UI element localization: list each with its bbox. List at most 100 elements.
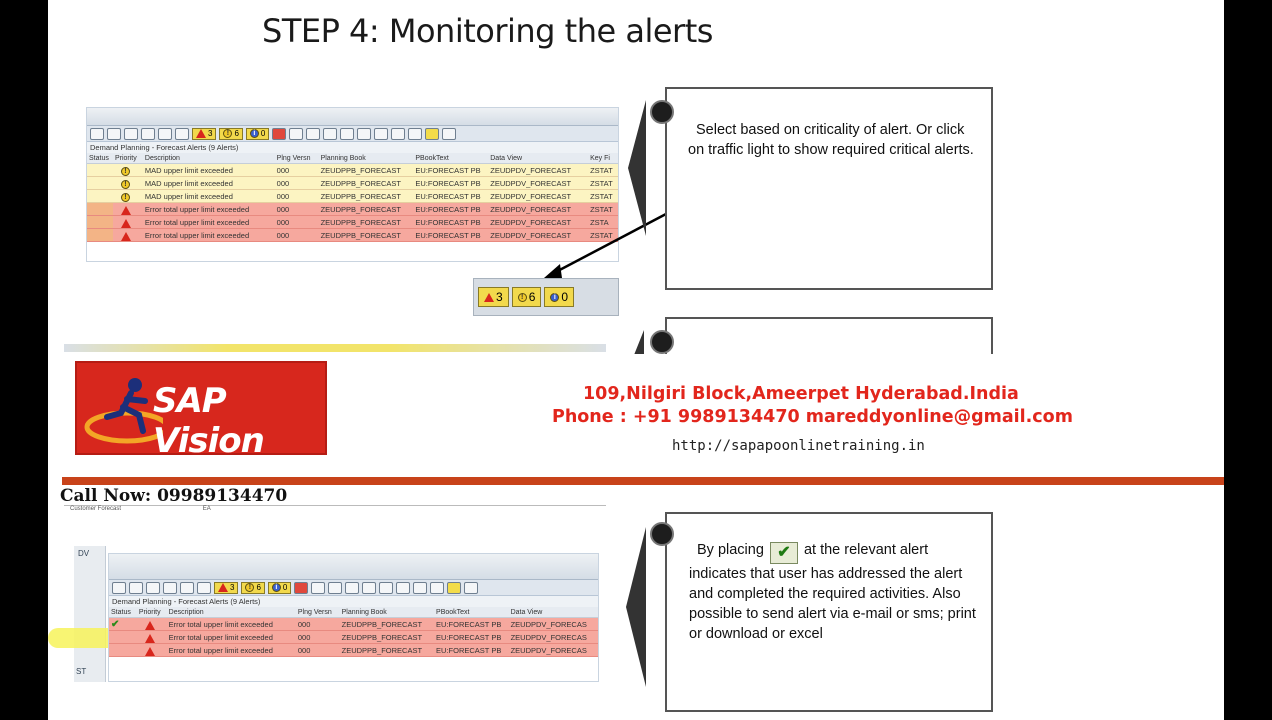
error-light-button[interactable]: 3 [478, 287, 509, 307]
filter-icon[interactable] [107, 127, 121, 140]
stop-icon[interactable] [272, 127, 287, 140]
details-icon[interactable] [146, 581, 160, 594]
details-icon[interactable] [124, 127, 138, 140]
filter-icon[interactable] [129, 581, 143, 594]
description-cell: Error total upper limit exceeded [168, 633, 273, 642]
text-cell: EU:FORECAST PB [415, 231, 481, 240]
chart-icon[interactable] [340, 127, 355, 140]
print-icon[interactable] [112, 581, 126, 594]
warning-count-button[interactable]: !6 [241, 581, 265, 594]
description-cell: MAD upper limit exceeded [144, 179, 233, 188]
table-row[interactable]: Error total upper limit exceeded 000 ZEUDP… [87, 216, 618, 229]
callout-box-3 [665, 512, 993, 712]
column-header: Key Fi [590, 155, 610, 162]
description-cell: Error total upper limit exceeded [168, 620, 273, 629]
view-cell: ZEUDPDV_FORECAST [490, 205, 572, 214]
text-cell: EU:FORECAST PB [436, 646, 502, 655]
book-cell: ZEUDPPB_FORECAST [320, 218, 402, 227]
column-header: Planning Book [320, 155, 366, 162]
planning-book-icon[interactable] [323, 127, 338, 140]
view-cell: ZEUDPDV_FORECAST [490, 231, 572, 240]
error-count-button[interactable]: 3 [192, 127, 217, 140]
table-row[interactable]: ✔ Error total upper limit exceeded 000 ZEUD… [109, 618, 598, 631]
version-cell: 000 [297, 620, 311, 629]
description-cell: Error total upper limit exceeded [144, 231, 250, 240]
export-icon[interactable] [197, 581, 211, 594]
book-cell: ZEUDPPB_FORECAST [341, 646, 423, 655]
website-link[interactable]: http://sapapoonlinetraining.in [672, 438, 925, 454]
sort-icon[interactable] [158, 127, 172, 140]
layout-icon[interactable] [413, 581, 428, 594]
column-header: PBookText [436, 609, 470, 616]
refresh-icon[interactable] [163, 581, 177, 594]
lock-icon[interactable] [379, 581, 394, 594]
sort-icon[interactable] [180, 581, 194, 594]
column-header: Plng Versn [297, 609, 332, 616]
info-icon: i [271, 583, 281, 592]
refresh-icon[interactable] [141, 127, 155, 140]
checkmark-icon[interactable] [447, 581, 462, 594]
priority-cell: ! [113, 164, 143, 176]
forward-icon[interactable] [396, 581, 411, 594]
stop-icon[interactable] [294, 581, 309, 594]
view-cell: ZEUDPDV_FORECAST [490, 166, 572, 175]
chart-icon[interactable] [362, 581, 377, 594]
version-cell: 000 [276, 218, 290, 227]
lock-icon[interactable] [357, 127, 372, 140]
delete-icon[interactable] [289, 127, 304, 140]
print-icon[interactable] [90, 127, 104, 140]
grid-title: Demand Planning - Forecast Alerts (9 Ale… [109, 596, 598, 607]
status-cell: ✔ [109, 618, 137, 630]
error-icon [196, 129, 206, 138]
mail-icon[interactable] [306, 127, 321, 140]
call-now-text: Call Now: 09989134470 [60, 486, 288, 506]
error-icon [120, 218, 131, 228]
export-icon[interactable] [175, 127, 189, 140]
column-header: Status [89, 155, 109, 162]
settings-icon[interactable] [430, 581, 445, 594]
view-cell: ZEUDPDV_FORECAS [510, 620, 587, 629]
status-cell [87, 216, 113, 228]
description-cell: Error total upper limit exceeded [144, 218, 250, 227]
divider-bar [62, 477, 1224, 485]
find-icon[interactable] [464, 581, 479, 594]
priority-cell: ! [113, 190, 143, 202]
warning-count-button[interactable]: !6 [219, 127, 243, 140]
text-cell: EU:FORECAST PB [436, 633, 502, 642]
planning-book-icon[interactable] [345, 581, 360, 594]
error-count-button[interactable]: 3 [214, 581, 239, 594]
delete-icon[interactable] [311, 581, 326, 594]
version-cell: 000 [297, 633, 311, 642]
warning-icon: ! [223, 129, 233, 138]
forward-icon[interactable] [374, 127, 389, 140]
checkmark-icon[interactable] [425, 127, 440, 140]
settings-icon[interactable] [408, 127, 423, 140]
warning-icon: ! [120, 166, 130, 176]
text-cell: EU:FORECAST PB [415, 179, 481, 188]
book-cell: ZEUDPPB_FORECAST [320, 231, 402, 240]
mail-icon[interactable] [328, 581, 343, 594]
find-icon[interactable] [442, 127, 457, 140]
warning-light-button[interactable]: !6 [511, 287, 542, 307]
callout-text-3-after: at the relevant alert indicates that use… [689, 542, 976, 642]
contact-address: 109,Nilgiri Block,Ameerpet Hyderabad.Ind… [583, 384, 1019, 404]
error-icon [218, 583, 228, 592]
book-cell: ZEUDPPB_FORECAST [320, 205, 402, 214]
key-cell: ZSTAT [590, 205, 613, 214]
error-icon [120, 231, 131, 241]
layout-icon[interactable] [391, 127, 406, 140]
view-cell: ZEUDPDV_FORECAST [490, 218, 572, 227]
text-cell: EU:FORECAST PB [436, 620, 502, 629]
